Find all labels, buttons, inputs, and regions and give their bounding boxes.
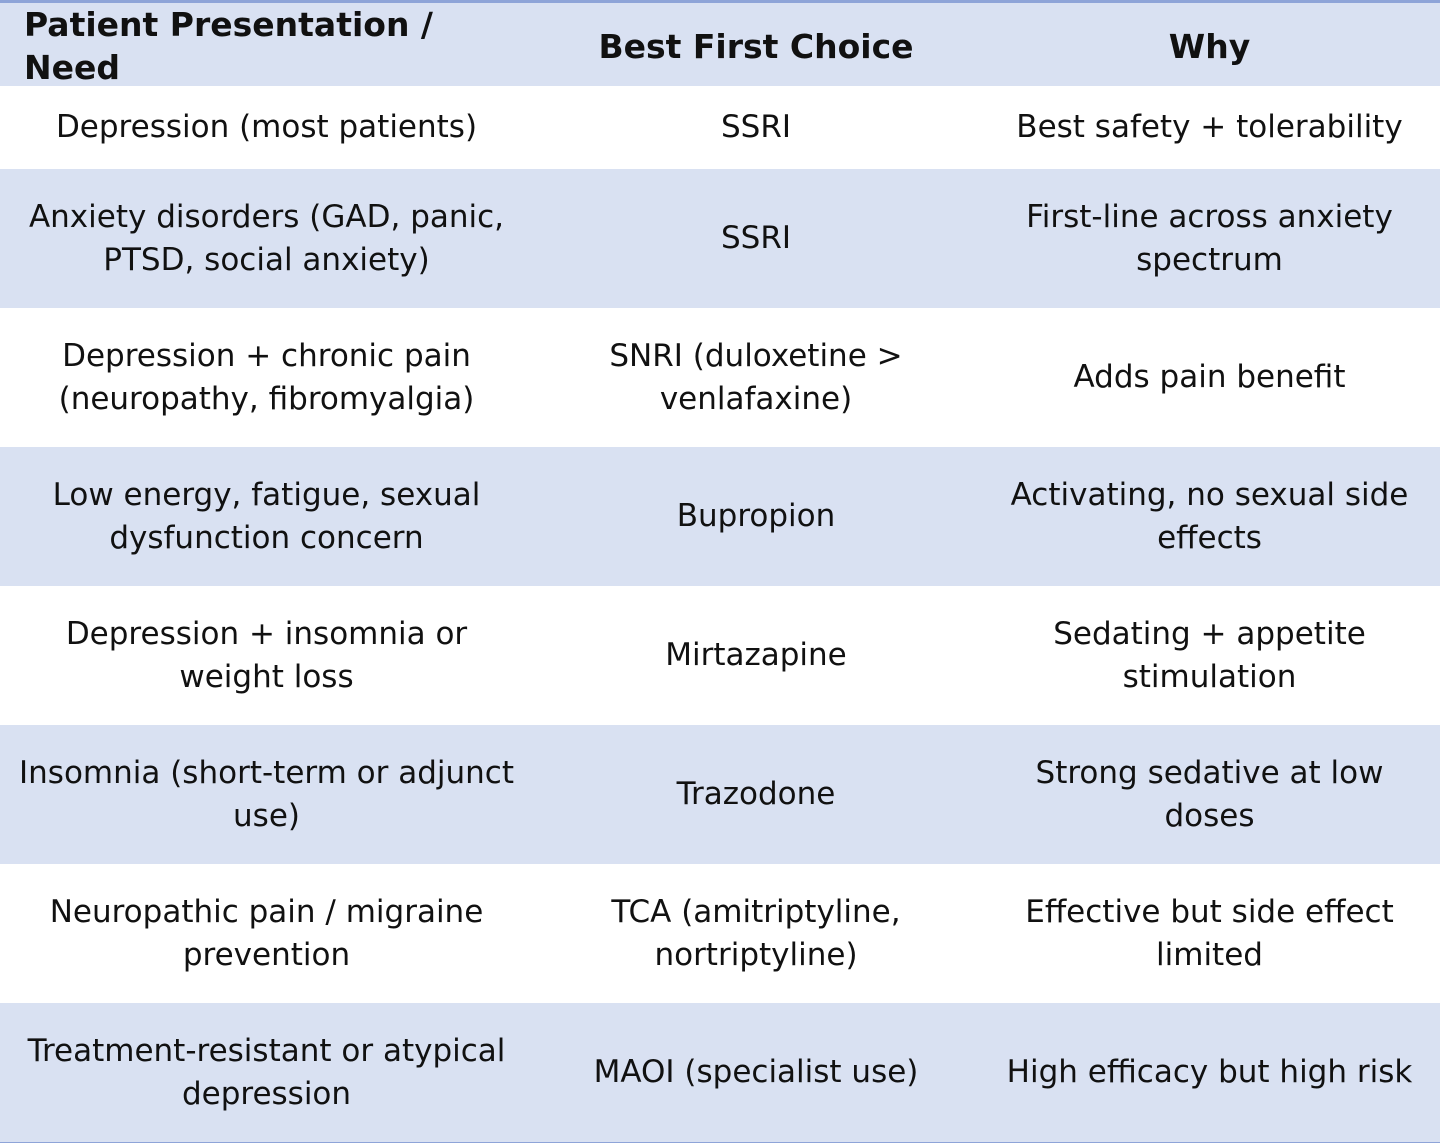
presentation-cell: Depression (most patients) [55, 109, 478, 145]
why-cell: Adds pain benefit [1073, 359, 1346, 395]
presentation-cell: Insomnia (short-term or adjunct use) [19, 754, 514, 834]
choice-cell: Mirtazapine [665, 637, 847, 673]
choice-cell: TCA (amitriptyline, nortriptyline) [611, 893, 901, 973]
why-cell: High efficacy but high risk [1006, 1054, 1413, 1090]
why-cell: First-line across anxiety spectrum [1026, 198, 1393, 278]
choice-cell: SSRI [720, 109, 792, 145]
table-header-row: Patient Presentation / Need Best First C… [0, 3, 1440, 87]
why-cell: Effective but side effect limited [1025, 893, 1394, 973]
presentation-cell: Anxiety disorders (GAD, panic, PTSD, soc… [28, 198, 505, 278]
choice-cell: MAOI (specialist use) [593, 1054, 919, 1090]
choice-cell: SNRI (duloxetine > venlafaxine) [609, 337, 903, 417]
table-row: Depression (most patients) SSRI Best saf… [0, 86, 1440, 169]
table-row: Neuropathic pain / migraine prevention T… [0, 864, 1440, 1003]
why-cell: Activating, no sexual side effects [1010, 476, 1409, 556]
why-cell: Best safety + tolerability [1016, 109, 1403, 145]
choice-cell: Trazodone [676, 776, 836, 812]
presentation-cell: Depression + insomnia or weight loss [65, 615, 468, 695]
header-why: Why [1168, 26, 1251, 66]
presentation-cell: Treatment-resistant or atypical depressi… [27, 1032, 506, 1112]
why-cell: Strong sedative at low doses [1035, 754, 1384, 834]
table-row: Depression + chronic pain (neuropathy, f… [0, 308, 1440, 447]
table-row: Anxiety disorders (GAD, panic, PTSD, soc… [0, 169, 1440, 308]
table-row: Depression + insomnia or weight loss Mir… [0, 586, 1440, 725]
choice-cell: SSRI [720, 220, 792, 256]
table-row: Insomnia (short-term or adjunct use) Tra… [0, 725, 1440, 864]
presentation-cell: Low energy, fatigue, sexual dysfunction … [52, 476, 481, 556]
choice-cell: Bupropion [676, 498, 836, 534]
presentation-cell: Depression + chronic pain (neuropathy, f… [58, 337, 475, 417]
header-patient-presentation: Patient Presentation / Need [24, 5, 433, 87]
header-best-first-choice: Best First Choice [598, 26, 914, 66]
presentation-cell: Neuropathic pain / migraine prevention [49, 893, 484, 973]
table-row: Low energy, fatigue, sexual dysfunction … [0, 447, 1440, 586]
why-cell: Sedating + appetite stimulation [1053, 615, 1366, 695]
table-row: Treatment-resistant or atypical depressi… [0, 1003, 1440, 1142]
